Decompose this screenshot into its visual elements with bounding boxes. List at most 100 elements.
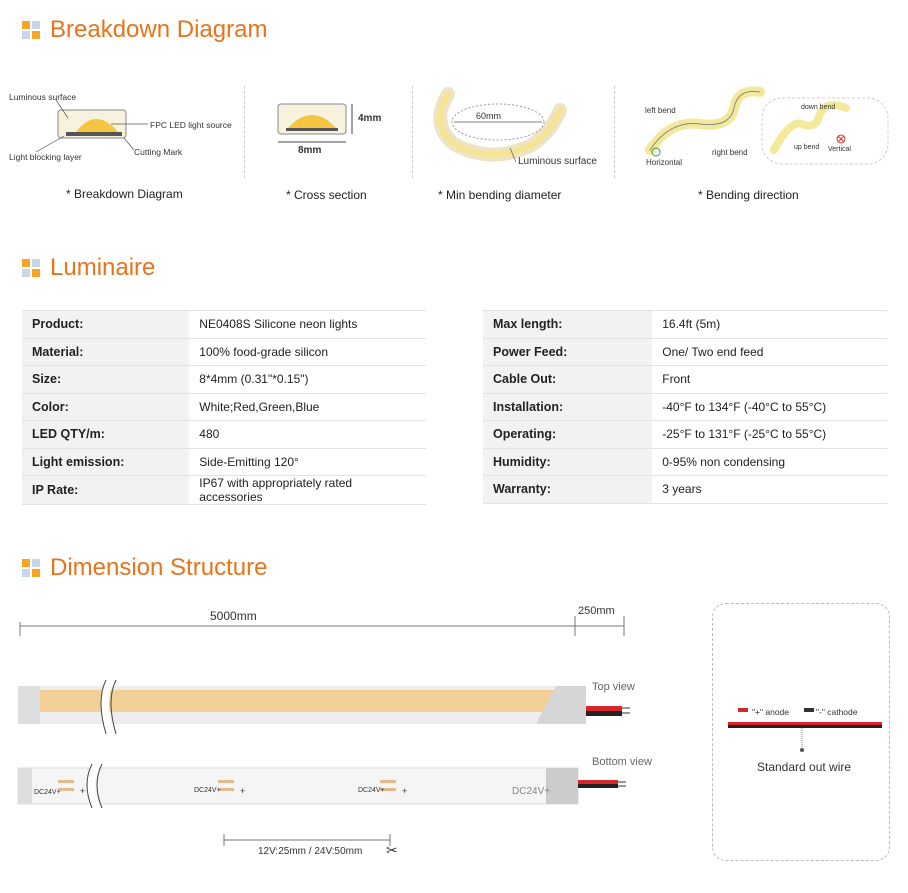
label-blocking: Light blocking layer bbox=[9, 152, 82, 162]
dim-60mm: 60mm bbox=[476, 111, 502, 121]
label-out-wire: Standard out wire bbox=[757, 760, 852, 774]
table-row: Color:White;Red,Green,Blue bbox=[22, 393, 426, 421]
label-cathode: "-" cathode bbox=[816, 707, 858, 717]
section-title-dimension: Dimension Structure bbox=[22, 554, 267, 582]
table-row: Humidity:0-95% non condensing bbox=[483, 448, 887, 476]
label-vertical: Vertical bbox=[828, 146, 851, 153]
section-heading: Breakdown Diagram bbox=[50, 16, 268, 43]
pcb-label: DC24V+ bbox=[194, 787, 221, 794]
pcb-plus: + bbox=[402, 786, 408, 796]
dim-length-tail: 250mm bbox=[578, 605, 615, 617]
cut-interval-line bbox=[223, 834, 391, 846]
cross-section-diagram bbox=[277, 103, 353, 143]
label-luminous-surface: Luminous surface bbox=[9, 92, 77, 102]
label-down-bend: down bend bbox=[801, 104, 836, 111]
spec-key: Light emission: bbox=[22, 448, 190, 476]
pcb-label: DC24V+ bbox=[34, 789, 61, 796]
dim-length-main: 5000mm bbox=[210, 609, 257, 623]
strip-bottom-view bbox=[17, 764, 626, 808]
spec-value: Side-Emitting 120° bbox=[189, 448, 426, 476]
spec-value: 480 bbox=[189, 420, 426, 449]
divider bbox=[412, 86, 413, 178]
spec-key: Warranty: bbox=[483, 475, 653, 504]
bending-direction-diagram bbox=[645, 86, 889, 165]
label-cut-interval: 12V:25mm / 24V:50mm bbox=[258, 846, 363, 857]
spec-value: One/ Two end feed bbox=[652, 338, 887, 366]
spec-key: IP Rate: bbox=[22, 475, 190, 505]
spec-table-right: Max length:16.4ft (5m) Power Feed:One/ T… bbox=[483, 310, 887, 504]
dim-8mm: 8mm bbox=[298, 145, 322, 156]
spec-key: Power Feed: bbox=[483, 338, 653, 366]
spec-value: -25°F to 131°F (-25°C to 55°C) bbox=[652, 420, 887, 449]
wire-diagram bbox=[728, 708, 882, 752]
section-heading: Luminaire bbox=[50, 254, 156, 281]
section-title-breakdown: Breakdown Diagram bbox=[22, 16, 267, 44]
strip-top-view bbox=[18, 680, 630, 736]
divider bbox=[244, 86, 245, 178]
dim-4mm: 4mm bbox=[358, 113, 382, 124]
spec-key: Cable Out: bbox=[483, 365, 653, 394]
spec-value: IP67 with appropriately rated accessorie… bbox=[189, 475, 426, 505]
label-top-view: Top view bbox=[592, 681, 635, 693]
table-row: IP Rate:IP67 with appropriately rated ac… bbox=[22, 475, 426, 505]
table-row: Light emission:Side-Emitting 120° bbox=[22, 448, 426, 476]
label-anode: "+" anode bbox=[752, 707, 789, 717]
table-row: Installation:-40°F to 134°F (-40°C to 55… bbox=[483, 393, 887, 421]
section-logo-icon bbox=[22, 259, 40, 277]
wire-info-box bbox=[712, 603, 890, 861]
table-row: Power Feed:One/ Two end feed bbox=[483, 338, 887, 366]
caption-breakdown: * Breakdown Diagram bbox=[66, 187, 183, 201]
spec-value: 100% food-grade silicon bbox=[189, 338, 426, 366]
section-logo-icon bbox=[22, 559, 40, 577]
table-row: Cable Out:Front bbox=[483, 365, 887, 394]
section-heading: Dimension Structure bbox=[50, 554, 268, 581]
label-right-bend: right bend bbox=[712, 148, 748, 157]
table-row: Size:8*4mm (0.31"*0.15") bbox=[22, 365, 426, 394]
spec-value: 3 years bbox=[652, 475, 887, 504]
table-row: Max length:16.4ft (5m) bbox=[483, 310, 887, 339]
table-row: Material:100% food-grade silicon bbox=[22, 338, 426, 366]
spec-key: Operating: bbox=[483, 420, 653, 449]
dimension-lines bbox=[19, 616, 625, 636]
table-row: Product:NE0408S Silicone neon lights bbox=[22, 310, 426, 339]
label-up-bend: up bend bbox=[794, 144, 820, 151]
spec-key: Humidity: bbox=[483, 448, 653, 476]
label-fpc: FPC LED light source bbox=[150, 120, 232, 130]
label-bottom-view: Bottom view bbox=[592, 756, 652, 768]
breakdown-diagram bbox=[35, 99, 148, 153]
label-luminous-surface-2: Luminous surface bbox=[518, 156, 597, 167]
spec-key: LED QTY/m: bbox=[22, 420, 190, 449]
spec-value: NE0408S Silicone neon lights bbox=[189, 310, 426, 339]
caption-bending-diameter: * Min bending diameter bbox=[438, 188, 562, 202]
spec-value: 0-95% non condensing bbox=[652, 448, 887, 476]
spec-key: Product: bbox=[22, 310, 190, 339]
label-horizontal: Horizontal bbox=[646, 158, 683, 167]
table-row: Warranty:3 years bbox=[483, 475, 887, 504]
bending-diameter-diagram bbox=[433, 87, 567, 163]
spec-value: 8*4mm (0.31"*0.15") bbox=[189, 365, 426, 394]
table-row: LED QTY/m:480 bbox=[22, 420, 426, 449]
scissors-icon: ✂ bbox=[386, 842, 398, 858]
pcb-plus: + bbox=[80, 786, 86, 796]
spec-key: Size: bbox=[22, 365, 190, 394]
pcb-plus: + bbox=[240, 786, 246, 796]
spec-value: -40°F to 134°F (-40°C to 55°C) bbox=[652, 393, 887, 421]
section-title-luminaire: Luminaire bbox=[22, 254, 155, 282]
spec-value: 16.4ft (5m) bbox=[652, 310, 887, 339]
spec-value: White;Red,Green,Blue bbox=[189, 393, 426, 421]
spec-table-left: Product:NE0408S Silicone neon lights Mat… bbox=[22, 310, 426, 505]
label-left-bend: left bend bbox=[645, 106, 676, 115]
spec-key: Material: bbox=[22, 338, 190, 366]
spec-key: Installation: bbox=[483, 393, 653, 421]
pcb-label-big: DC24V+ bbox=[512, 786, 551, 797]
caption-bending-direction: * Bending direction bbox=[698, 188, 799, 202]
label-cutting: Cutting Mark bbox=[134, 147, 183, 157]
spec-value: Front bbox=[652, 365, 887, 394]
spec-key: Color: bbox=[22, 393, 190, 421]
pcb-label: DC24V+ bbox=[358, 787, 385, 794]
divider bbox=[614, 86, 615, 178]
section-logo-icon bbox=[22, 21, 40, 39]
caption-cross-section: * Cross section bbox=[286, 188, 367, 202]
table-row: Operating:-25°F to 131°F (-25°C to 55°C) bbox=[483, 420, 887, 449]
spec-key: Max length: bbox=[483, 310, 653, 339]
